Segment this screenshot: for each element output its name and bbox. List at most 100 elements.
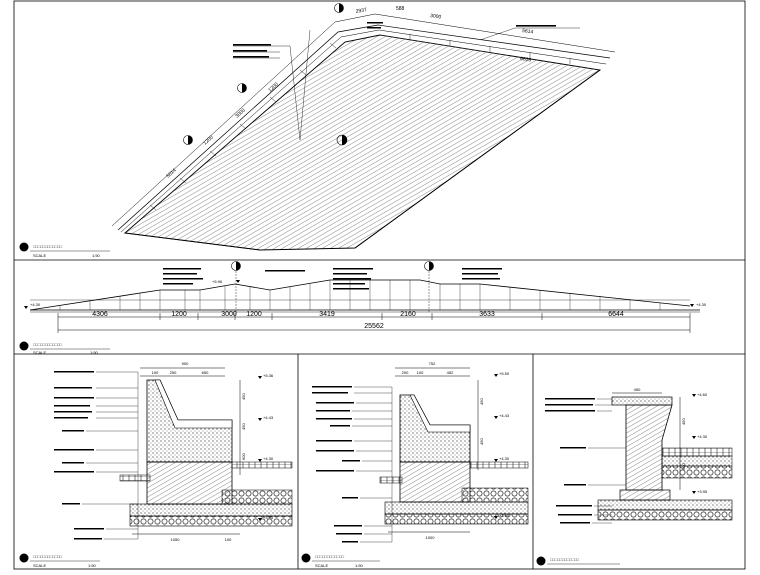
svg-text:+4.30: +4.30 bbox=[263, 456, 274, 461]
section-detail-b: 752 200 100 452 1000 450 450 +5.50 +4.43… bbox=[301, 361, 529, 568]
level-marker-left: +4.30 bbox=[24, 302, 41, 309]
level-marker: +4.30 bbox=[258, 456, 274, 462]
drawing-title-plan: □□□□□□□□□□□□ SCALE 1:50 bbox=[19, 242, 110, 258]
hatched-ramp-area bbox=[123, 34, 602, 251]
annotation-text-blocks bbox=[54, 371, 104, 540]
svg-text:+5.50: +5.50 bbox=[499, 371, 510, 376]
gravel-bed bbox=[461, 487, 529, 503]
drawing-title-section-c: □□□□□□□□□□□□ bbox=[536, 556, 620, 566]
dimension-label: 1200 bbox=[171, 311, 187, 318]
dimension-label: 100 bbox=[152, 370, 159, 375]
dimension-label: 452 bbox=[447, 370, 454, 375]
dimension-label: 3419 bbox=[319, 311, 335, 318]
section-marker-icon bbox=[334, 3, 344, 13]
scale-prefix: SCALE bbox=[33, 350, 46, 355]
gravel-bed bbox=[661, 465, 733, 479]
drawing-title-section-a: □□□□□□□□□□□□ SCALE 1:50 bbox=[19, 553, 100, 568]
foundation bbox=[399, 461, 471, 503]
svg-text:+4.30: +4.30 bbox=[697, 434, 708, 439]
annotation-text-blocks bbox=[233, 22, 556, 58]
level-marker: +4.43 bbox=[258, 415, 274, 421]
foundation bbox=[146, 461, 233, 505]
dimension-label: 3633 bbox=[479, 311, 495, 318]
annotation-leaders bbox=[82, 371, 139, 540]
svg-text:+3.95: +3.95 bbox=[499, 513, 510, 518]
dimension-label: 2160 bbox=[400, 311, 416, 318]
dimension-label: 100 bbox=[417, 370, 424, 375]
svg-text:+4.30: +4.30 bbox=[499, 456, 510, 461]
title-bullet-icon bbox=[19, 242, 29, 252]
dimension-label: 600 bbox=[241, 453, 246, 460]
dimension-label: 1200 bbox=[246, 311, 262, 318]
dimension-label: 650 bbox=[202, 370, 209, 375]
dimension-label: 6626 bbox=[520, 56, 532, 64]
dimension-label: 2937 bbox=[355, 7, 367, 15]
drawing-title: □□□□□□□□□□□□ bbox=[33, 244, 63, 249]
level-marker: +4.60 bbox=[692, 392, 708, 397]
section-marker-icon bbox=[231, 261, 241, 312]
svg-text:+5.96: +5.96 bbox=[212, 279, 223, 284]
dimension-label: 450 bbox=[479, 438, 484, 445]
annotation-text-blocks bbox=[545, 398, 595, 524]
dimension-label: 450 bbox=[479, 398, 484, 405]
drawing-title: □□□□□□□□□□□□ bbox=[315, 554, 345, 559]
level-marker: +4.30 bbox=[494, 456, 510, 462]
dimension-label: 450 bbox=[241, 423, 246, 430]
section-marker-icon bbox=[183, 135, 193, 145]
drawing-title: □□□□□□□□□□□□ bbox=[33, 342, 63, 347]
elevation-grid bbox=[30, 280, 690, 310]
title-bullet-icon bbox=[19, 553, 29, 563]
dimension-label: 450 bbox=[681, 418, 686, 425]
scale-prefix: SCALE bbox=[33, 563, 46, 568]
svg-text:+4.30: +4.30 bbox=[696, 302, 707, 307]
plan-view: 2937 588 3000 5614 6626 1200 3000 1200 5… bbox=[19, 3, 616, 258]
edge-ticks bbox=[149, 34, 571, 211]
svg-text:+4.43: +4.43 bbox=[263, 415, 274, 420]
gravel-bed bbox=[221, 489, 293, 505]
title-bullet-icon bbox=[536, 556, 546, 566]
svg-text:+4.43: +4.43 bbox=[499, 413, 510, 418]
title-bullet-icon bbox=[301, 553, 311, 563]
drawing-title: □□□□□□□□□□□□ bbox=[33, 554, 63, 559]
dimension-label: 900 bbox=[182, 361, 189, 366]
annotation-text-blocks bbox=[312, 386, 362, 543]
scale-label: 1:50 bbox=[88, 563, 97, 568]
drawing-title-elevation: □□□□□□□□□□□□ SCALE 1:50 bbox=[19, 341, 110, 355]
scale-label: 1:50 bbox=[355, 563, 364, 568]
annotation-leaders bbox=[233, 27, 580, 141]
level-marker: +3.95 bbox=[494, 513, 510, 519]
level-marker: +3.95 bbox=[258, 515, 274, 521]
drawing-title: □□□□□□□□□□□□ bbox=[550, 557, 580, 562]
dimension-label: 1050 bbox=[171, 537, 181, 542]
level-marker: +5.50 bbox=[494, 371, 510, 377]
scale-prefix: SCALE bbox=[315, 563, 328, 568]
dimension-label: 3000 bbox=[430, 13, 442, 21]
svg-text:+4.60: +4.60 bbox=[697, 392, 708, 397]
level-marker: +4.43 bbox=[494, 413, 510, 419]
dimension-label: 1200 bbox=[267, 81, 279, 93]
level-marker-right: +4.30 bbox=[690, 302, 707, 307]
scale-label: 1:50 bbox=[92, 253, 101, 258]
section-marker-icon bbox=[336, 134, 348, 146]
sheet-border bbox=[13, 0, 746, 570]
dimension-label: 450 bbox=[634, 387, 641, 392]
dimension-label: 752 bbox=[429, 361, 436, 366]
svg-text:+4.30: +4.30 bbox=[30, 302, 41, 307]
scale-label: 1:50 bbox=[90, 350, 99, 355]
level-marker: +3.95 bbox=[692, 489, 708, 494]
dimension-total: 25562 bbox=[364, 323, 384, 330]
section-detail-a: 900 100 250 650 1050 100 450 450 600 +5.… bbox=[19, 361, 293, 568]
svg-text:+5.36: +5.36 bbox=[263, 373, 274, 378]
svg-text:+3.95: +3.95 bbox=[263, 515, 274, 520]
elevation-view: 4306 1200 3000 1200 3419 2160 3633 6644 … bbox=[19, 261, 707, 355]
dimension-label: 5614 bbox=[522, 28, 534, 36]
level-marker-mid: +5.96 bbox=[212, 279, 240, 284]
title-bullet-icon bbox=[19, 341, 29, 351]
dimension-label: 3000 bbox=[234, 107, 246, 119]
cap-stone bbox=[611, 396, 673, 406]
annotation-text-blocks bbox=[163, 268, 502, 290]
level-marker: +4.30 bbox=[692, 434, 708, 439]
dimension-label: 4306 bbox=[92, 311, 108, 318]
drawing-title-section-b: □□□□□□□□□□□□ SCALE 1:50 bbox=[301, 553, 380, 568]
